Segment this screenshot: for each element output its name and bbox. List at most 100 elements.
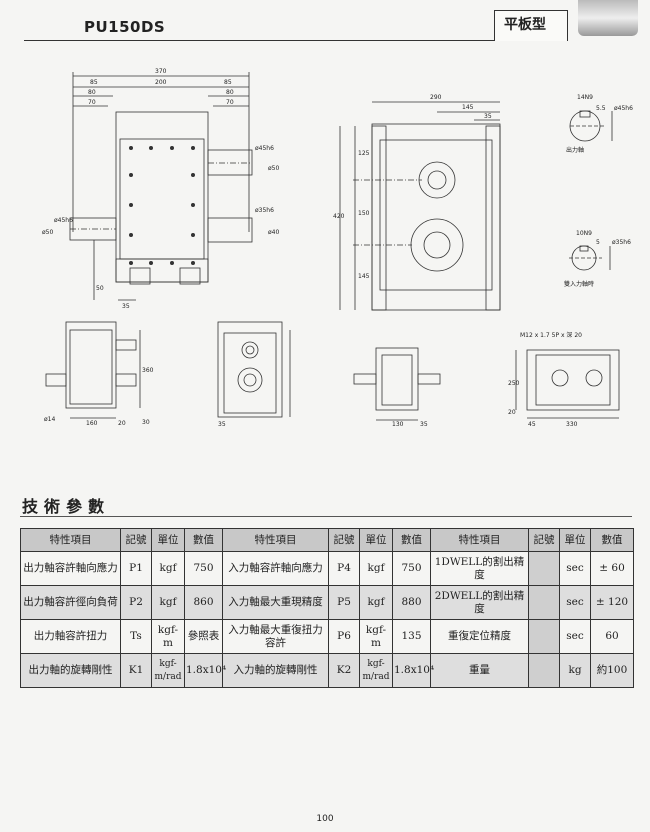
table-cell: ± 60 [590,551,634,586]
header-cell: 記號 [528,528,560,552]
table-row: 出力軸的旋轉剛性 K1 kgf-m/rad 1.8x10⁴ 入力軸的旋轉剛性 K… [20,653,634,688]
dim-85-left: 85 [90,79,98,86]
dim-d45h6-in: ø45h6 [54,217,73,224]
dim-85-right: 85 [224,79,232,86]
table-cell: 重量 [430,653,529,688]
table-cell: 出力軸的旋轉剛性 [20,653,121,688]
shaft-in-dia: ø35h6 [612,239,631,246]
table-header-row: 特性項目 記號 單位 數值 特性項目 記號 單位 數值 特性項目 記號 單位 數… [20,528,634,552]
table-cell: 1.8x10⁴ [392,653,434,688]
table-cell: 750 [184,551,223,586]
header-cell: 單位 [559,528,591,552]
table-cell: kgf-m [359,619,393,654]
shaft-detail-input [569,245,611,271]
small-view-1 [45,321,141,419]
header-cell: 數值 [590,528,634,552]
dim-45: 45 [528,421,536,428]
tap-callout: M12 x 1.7 5P x 深 20 [520,331,582,339]
table-cell: sec [559,585,591,620]
type-tab [494,10,568,41]
small-view-4 [515,349,620,419]
dim-290: 290 [430,94,442,101]
dim-35-v3: 35 [420,421,428,428]
table-cell: sec [559,619,591,654]
table-cell: kgf [359,551,393,586]
spec-table: 特性項目 記號 單位 數值 特性項目 記號 單位 數值 特性項目 記號 單位 數… [20,528,634,688]
shaft-out-depth: 5.5 [596,105,606,112]
section-title: 技術參數 [22,497,111,516]
table-cell: kgf-m/rad [359,653,393,688]
dim-d50-out: ø50 [268,165,279,172]
dim-250: 250 [508,380,520,387]
table-cell: P2 [120,585,152,620]
dim-d50-in: ø50 [42,229,53,236]
shaft-out-key: 14N9 [577,94,593,101]
table-cell: ± 120 [590,585,634,620]
table-cell: 出力軸容許徑向負荷 [20,585,121,620]
table-cell: K1 [120,653,152,688]
dim-80-left: 80 [88,89,96,96]
table-cell: 約100 [590,653,634,688]
table-cell: 860 [184,585,223,620]
dim-80-right: 80 [226,89,234,96]
table-cell: 入力軸最大重復扭力容許 [222,619,329,654]
small-view-3 [353,347,441,421]
table-cell: kgf-m [151,619,185,654]
table-cell: K2 [328,653,360,688]
table-cell: 1.8x10⁴ [184,653,226,688]
table-cell: 重復定位精度 [430,619,529,654]
dim-20-v4: 20 [508,409,516,416]
table-cell: 2DWELL的割出精度 [430,585,529,620]
table-cell [528,653,560,688]
table-cell: kgf [151,551,185,586]
dim-160: 160 [86,420,98,427]
dim-330: 330 [566,421,578,428]
dim-d40: ø40 [268,229,279,236]
table-cell: 入力軸的旋轉剛性 [222,653,329,688]
dim-145-left: 145 [358,273,370,280]
dim-145-top: 145 [462,104,474,111]
dim-360: 360 [142,367,154,374]
top-view [69,72,253,301]
table-cell: 750 [392,551,431,586]
table-cell: 入力軸容許軸向應力 [222,551,329,586]
table-cell: sec [559,551,591,586]
dim-420: 420 [333,213,345,220]
header-cell: 記號 [328,528,360,552]
table-row: 出力軸容許扭力 Ts kgf-m 參照表 入力軸最大重復扭力容許 P6 kgf-… [20,619,634,654]
technical-drawing: 370 85 200 85 80 70 80 70 ø45h6 ø50 ø35h… [42,68,633,428]
header-cell: 特性項目 [430,528,529,552]
front-view [339,101,501,311]
table-cell: P5 [328,585,360,620]
table-cell: 1DWELL的割出精度 [430,551,529,586]
dim-370: 370 [155,68,167,75]
table-cell [528,551,560,586]
header-cell: 數值 [392,528,431,552]
table-row: 出力軸容許徑向負荷 P2 kgf 860 入力軸最大重現精度 P5 kgf 88… [20,585,634,620]
header-cell: 特性項目 [222,528,329,552]
header-cell: 單位 [359,528,393,552]
table-cell: kgf [151,585,185,620]
table-cell: Ts [120,619,152,654]
table-row: 出力軸容許軸向應力 P1 kgf 750 入力軸容許軸向應力 P4 kgf 75… [20,551,634,586]
shaft-out-caption: 出力軸 [566,146,584,154]
shaft-in-key: 10N9 [576,230,592,237]
page-number: 100 [316,814,334,824]
dim-70-left: 70 [88,99,96,106]
dim-70-right: 70 [226,99,234,106]
table-cell: P1 [120,551,152,586]
small-view-2 [217,321,291,418]
header-cell: 數值 [184,528,223,552]
dim-30: 30 [142,419,150,426]
dim-130: 130 [392,421,404,428]
table-cell: 參照表 [184,619,223,654]
shaft-out-dia: ø45h6 [614,105,633,112]
dim-d35h6: ø35h6 [255,207,274,214]
header-cell: 記號 [120,528,152,552]
table-cell: 出力軸容許扭力 [20,619,121,654]
table-cell: kgf-m/rad [151,653,185,688]
table-cell: 880 [392,585,431,620]
dim-d14: ø14 [44,416,55,423]
section-rule [20,516,632,517]
